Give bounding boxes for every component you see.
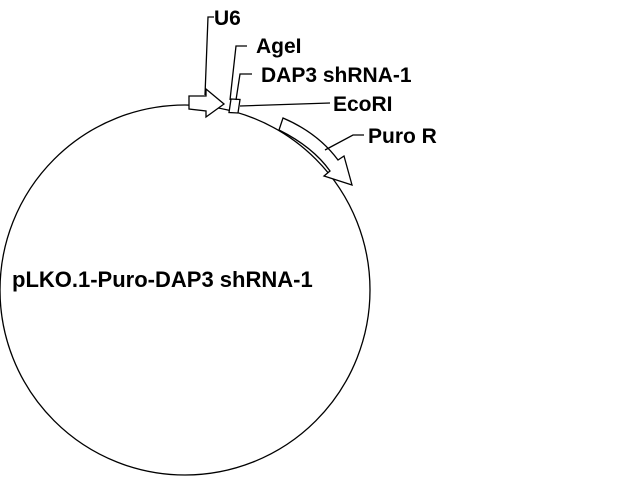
dap3-shrna-label: DAP3 shRNA-1 <box>261 64 412 87</box>
ecori-label: EcoRI <box>333 93 393 116</box>
puro-resistance-arrow <box>278 117 353 186</box>
plasmid-backbone <box>0 104 371 476</box>
shrna-insert-box <box>228 98 241 114</box>
dap3-leader-line <box>235 73 252 101</box>
agei-label: AgeI <box>256 35 302 58</box>
u6-leader-line <box>204 16 214 96</box>
plasmid-name: pLKO.1-Puro-DAP3 shRNA-1 <box>12 267 313 292</box>
u6-promoter-arrow <box>188 87 226 119</box>
puro-leader-line <box>324 134 364 151</box>
ecori-leader-line <box>239 102 331 107</box>
agei-leader-line <box>229 45 247 101</box>
puro-r-label: Puro R <box>368 125 437 148</box>
u6-label: U6 <box>214 7 241 30</box>
